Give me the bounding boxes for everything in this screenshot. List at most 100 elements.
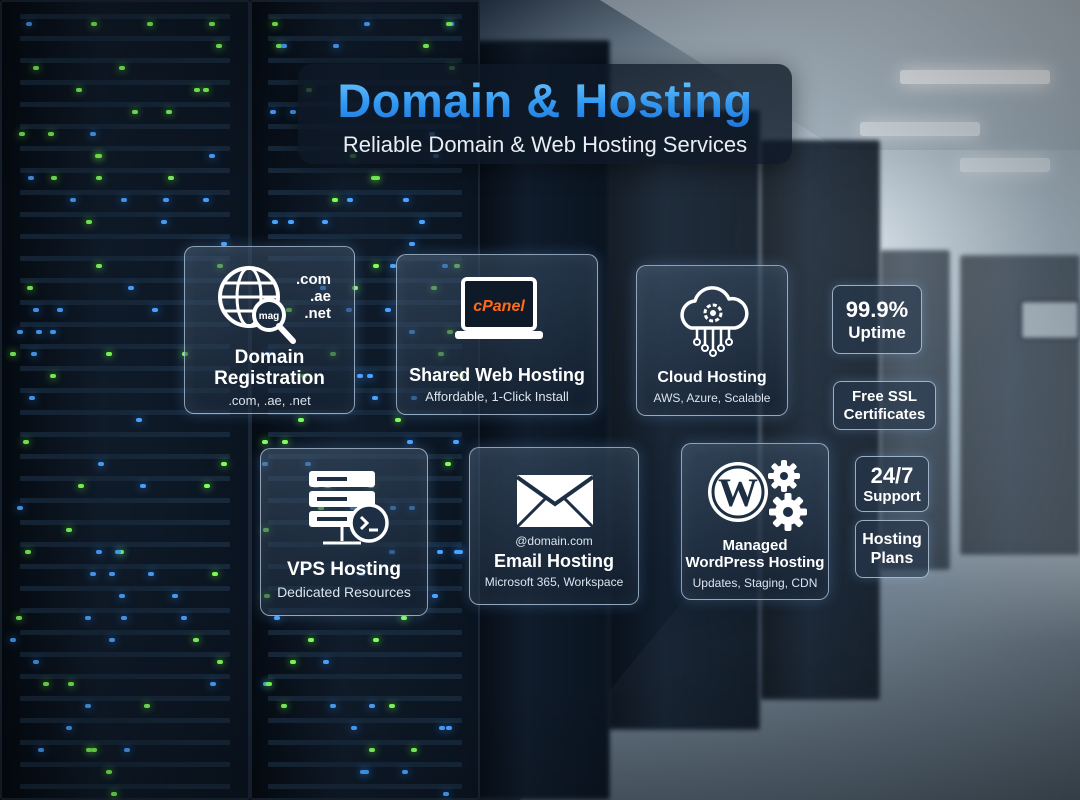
rack-led: [321, 220, 328, 224]
shared-hosting-card[interactable]: cPanel Shared Web Hosting Affordable, 1-…: [396, 254, 598, 415]
cloud-gear-icon: [680, 286, 749, 357]
rack-led: [15, 616, 22, 620]
cloud-hosting-card[interactable]: Cloud Hosting AWS, Azure, Scalable: [636, 265, 788, 416]
rack-led: [281, 704, 288, 708]
card-subtitle: Microsoft 365, Workspace: [484, 575, 624, 589]
rack-led: [390, 264, 397, 268]
support-badge[interactable]: 24/7 Support: [855, 456, 929, 512]
rack-unit: [20, 212, 230, 217]
rack-led: [193, 638, 200, 642]
rack-led: [90, 748, 97, 752]
rack-led: [146, 22, 153, 26]
vps-hosting-card[interactable]: VPS Hosting Dedicated Resources: [260, 448, 428, 616]
domain-registration-card[interactable]: mag .com .ae .net Domain Registration .c…: [184, 246, 355, 414]
rack-led: [368, 704, 375, 708]
rack-unit: [20, 168, 230, 173]
rack-led: [216, 660, 223, 664]
rack-led: [25, 550, 32, 554]
rack-led: [16, 330, 23, 334]
email-address: @domain.com: [515, 534, 593, 548]
card-subtitle: Affordable, 1-Click Install: [425, 389, 569, 404]
rack-led: [84, 704, 91, 708]
rack-led: [274, 616, 281, 620]
card-subtitle: AWS, Azure, Scalable: [653, 391, 771, 405]
rack-unit: [20, 520, 230, 525]
cpanel-logo: cPanel: [473, 298, 525, 315]
wordpress-hosting-card[interactable]: W Managed WordPress Hosting Updates, Sta…: [681, 443, 829, 600]
rack-led: [70, 198, 77, 202]
rack-led: [364, 22, 371, 26]
rack-unit: [20, 608, 230, 613]
card-title: Cloud Hosting: [657, 369, 767, 386]
rack-led: [436, 550, 443, 554]
tld-list: .com .ae .net: [293, 271, 331, 322]
rack-led: [66, 726, 73, 730]
badge-value: Hosting: [862, 531, 922, 548]
rack-led: [322, 660, 329, 664]
rack-unit: [268, 652, 462, 657]
rack-led: [128, 286, 135, 290]
rack-unit: [20, 278, 230, 283]
magnifier-label: mag: [259, 311, 280, 322]
badge-label: Certificates: [843, 405, 926, 423]
rack-unit: [268, 432, 462, 437]
hosting-plans-badge[interactable]: Hosting Plans: [855, 520, 929, 578]
rack-led: [85, 748, 92, 752]
rack-unit: [268, 234, 462, 239]
rack-unit: [20, 14, 230, 19]
uptime-badge[interactable]: 99.9% Uptime: [832, 285, 922, 354]
rack-unit: [268, 278, 462, 283]
rack-led: [371, 396, 378, 400]
rack-led: [220, 462, 227, 466]
rack-led: [76, 88, 82, 92]
rack-led: [95, 550, 102, 554]
card-title: Domain Registration: [185, 347, 354, 389]
badge-label: Support: [863, 487, 921, 505]
rack-led: [163, 198, 170, 202]
rack-unit: [20, 476, 230, 481]
ceiling-light: [960, 158, 1050, 172]
rack-unit: [268, 630, 462, 635]
rack-led: [31, 352, 38, 356]
rack-led: [203, 484, 210, 488]
rack-led: [389, 704, 396, 708]
rack-led: [453, 440, 460, 444]
rack-led: [49, 374, 56, 378]
rack-led: [352, 286, 359, 290]
rack-led: [290, 110, 297, 114]
rack-led: [261, 440, 268, 444]
rack-led: [32, 660, 39, 664]
rack-led: [36, 330, 43, 334]
rack-unit: [20, 718, 230, 723]
rack-led: [98, 462, 105, 466]
rack-unit: [20, 146, 230, 151]
free-ssl-badge[interactable]: Free SSL Certificates: [833, 381, 936, 430]
badge-label: Plans: [870, 550, 914, 567]
rack-led: [139, 484, 146, 488]
rack-unit: [268, 410, 462, 415]
rack-unit: [20, 762, 230, 767]
rack-unit: [20, 432, 230, 437]
rack-unit: [20, 652, 230, 657]
wordpress-gears-icon: W: [708, 460, 807, 531]
rack-led: [90, 572, 97, 576]
rack-led: [351, 726, 358, 730]
rack-led: [85, 616, 92, 620]
email-hosting-card[interactable]: @domain.com Email Hosting Microsoft 365,…: [469, 447, 639, 605]
rack-led: [445, 462, 452, 466]
rack-led: [333, 44, 340, 48]
rack-led: [131, 110, 138, 114]
rack-led: [95, 154, 102, 158]
rack-led: [32, 308, 39, 312]
rack-led: [445, 22, 452, 26]
tld-net: .net: [304, 305, 331, 322]
rack-led: [209, 154, 216, 158]
globe-search-icon: mag: [218, 266, 296, 344]
rack-led: [220, 242, 227, 246]
rack-led: [357, 374, 364, 378]
rack-led: [43, 682, 50, 686]
rack-unit: [268, 168, 462, 173]
server-rack-display: [1020, 300, 1080, 340]
ceiling-light: [900, 70, 1050, 84]
tld-ae: .ae: [310, 288, 331, 305]
